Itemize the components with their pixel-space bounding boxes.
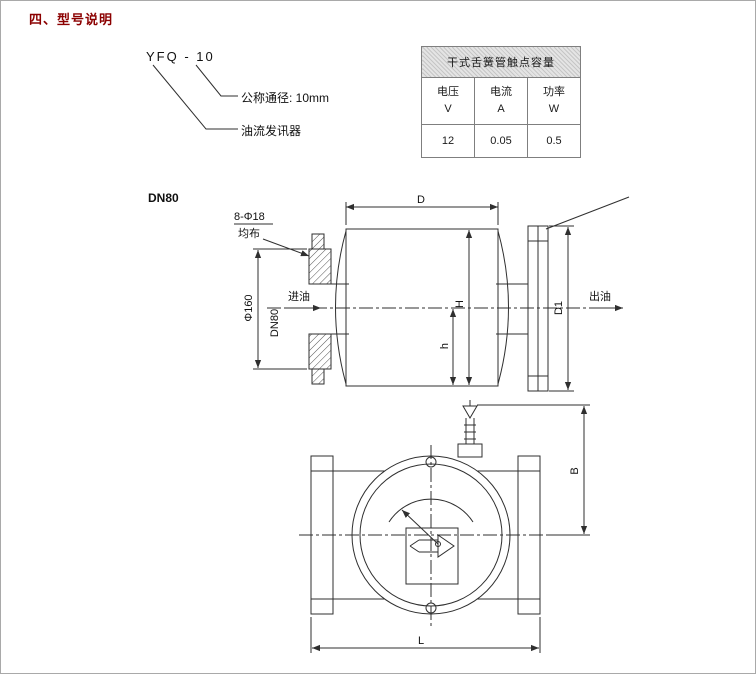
leader-line-diameter — [195, 64, 238, 97]
value-current: 0.05 — [474, 124, 528, 158]
col-header-voltage: 电压 V — [421, 77, 475, 125]
flow-symbol-head — [437, 534, 455, 558]
dim-l-label: L — [418, 635, 424, 647]
leader-line-device — [152, 64, 238, 130]
dim-b-extensions — [477, 404, 590, 536]
dim-l-extensions — [310, 617, 541, 653]
col-header-power: 功率 W — [527, 77, 581, 125]
side-view — [234, 196, 630, 392]
device-label: 油流发讯器 — [241, 124, 302, 138]
stem-cap-triangle — [462, 405, 478, 419]
left-flange-lower — [308, 333, 332, 370]
flow-symbol-tail — [409, 539, 420, 553]
dim-h-label: h — [439, 343, 451, 349]
col-unit-power: W — [548, 103, 560, 115]
inlet-nozzle — [331, 283, 349, 335]
gauge-needle — [401, 509, 439, 545]
tank-right-dished-end — [497, 230, 509, 385]
outlet-nozzle — [496, 283, 528, 335]
dim-d1-extensions — [549, 225, 574, 392]
right-flange-bolt-lines — [528, 240, 548, 377]
value-power: 0.5 — [527, 124, 581, 158]
front-view — [299, 400, 590, 653]
col-unit-current: A — [497, 103, 505, 115]
section-title: 四、型号说明 — [29, 12, 114, 27]
stem-base-block — [457, 443, 483, 458]
holes-note-leader — [262, 238, 310, 257]
outlet-label: 出油 — [589, 289, 611, 303]
spec-table: 干式舌簧管触点容量 电压 V 电流 A 功率 W 12 0.05 0.5 — [421, 46, 581, 158]
stem-thread-ticks — [464, 424, 476, 440]
dim-d-label: D — [417, 194, 425, 206]
col-name-voltage: 电压 — [437, 86, 459, 98]
nameplate-box — [405, 527, 459, 585]
top-right-leader-line — [545, 196, 630, 230]
model-leader-lines — [152, 64, 238, 130]
dim-phi160-extensions — [253, 248, 307, 370]
dim-d1-label: D1 — [553, 301, 565, 315]
inlet-label: 进油 — [288, 289, 310, 303]
dim-dn80-label: DN80 — [269, 309, 281, 337]
model-code: YFQ - 10 — [146, 49, 215, 64]
col-unit-voltage: V — [444, 103, 452, 115]
diameter-label: 公称通径: 10mm — [241, 91, 330, 105]
front-left-flange-bolts — [311, 470, 333, 600]
holes-note-text: 8-Φ18 — [234, 211, 265, 223]
holes-note2-text: 均布 — [238, 227, 260, 240]
value-voltage: 12 — [421, 124, 475, 158]
left-flange-upper — [308, 248, 332, 285]
spec-table-title: 干式舌簧管触点容量 — [421, 46, 581, 78]
stem-sides — [465, 418, 475, 444]
tank-left-dished-end — [335, 230, 347, 385]
dim-H-label: H — [454, 300, 466, 308]
dn-size-label: DN80 — [148, 191, 179, 205]
left-flange-bottom-bolt — [311, 368, 325, 385]
left-flange-top-bolt — [311, 233, 325, 250]
dim-b-label: B — [569, 467, 581, 474]
col-header-current: 电流 A — [474, 77, 528, 125]
front-right-flange-bolts — [518, 470, 540, 600]
pipe-lines — [333, 470, 518, 600]
col-name-current: 电流 — [490, 86, 512, 98]
col-name-power: 功率 — [543, 86, 565, 98]
engineering-drawing: 8-Φ18 均布 D Φ160 DN80 进油 出油 H h D1 — [234, 194, 630, 653]
dim-phi160-label: Φ160 — [243, 294, 255, 321]
flow-symbol-shaft — [419, 539, 438, 553]
